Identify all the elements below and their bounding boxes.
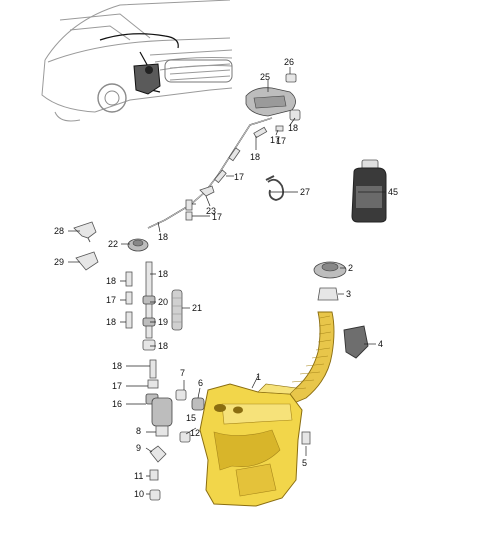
label-11: 11 [134,471,143,481]
label-18-l1: 18 [106,276,116,286]
label-10: 10 [134,489,144,499]
label-29: 29 [54,257,64,267]
bracket-4 [343,325,369,359]
small-connectors-18-17 [185,109,301,221]
label-16: 16 [112,399,122,409]
clip-29 [75,251,99,271]
washer-reservoir-1 [199,311,335,507]
label-17-upper: 17 [270,135,280,145]
label-22: 22 [108,239,118,249]
label-2: 2 [348,263,353,273]
label-21: 21 [192,303,202,313]
label-23: 23 [206,206,216,216]
label-25: 25 [260,72,270,82]
part-number-labels: 1 2 3 4 5 6 7 8 9 10 11 12 15 16 17 18 1… [54,57,398,499]
label-1: 1 [256,372,261,382]
label-20: 20 [158,297,168,307]
label-9: 9 [136,443,141,453]
filler-cap-2 [313,261,347,279]
label-17-top: 17 [276,136,286,146]
label-45: 45 [388,187,398,197]
label-17-l3: 17 [112,381,122,391]
leader-lines [68,67,386,495]
label-26: 26 [284,57,294,67]
label-18-r1: 18 [158,269,168,279]
label-7: 7 [180,368,185,378]
hose-clip-27 [265,175,285,201]
label-4: 4 [378,339,383,349]
car-front-illustration [41,0,233,122]
label-27: 27 [300,187,310,197]
label-8: 8 [136,426,141,436]
label-18-upper: 18 [250,152,260,162]
label-17-c: 17 [212,212,222,222]
label-12: 12 [190,428,200,438]
label-18-c: 18 [158,232,168,242]
label-18-top: 18 [288,123,298,133]
label-18-l2: 18 [106,317,116,327]
washer-nozzle-25 [245,73,297,117]
clip-28 [73,221,97,243]
label-6: 6 [198,378,203,388]
label-17-l1: 17 [106,295,116,305]
fluid-bottle-45 [351,159,387,223]
label-17-mid: 17 [234,172,244,182]
label-3: 3 [346,289,351,299]
label-19: 19 [158,317,168,327]
seal-3 [317,287,339,301]
pump-group [145,359,205,501]
label-18-r2: 18 [158,341,168,351]
grommet-22 [127,238,149,252]
label-28: 28 [54,226,64,236]
left-connectors-group [125,261,183,351]
washer-hose-line [147,117,273,229]
label-18-l3: 18 [112,361,122,371]
label-5: 5 [302,458,307,468]
label-15: 15 [186,413,196,423]
